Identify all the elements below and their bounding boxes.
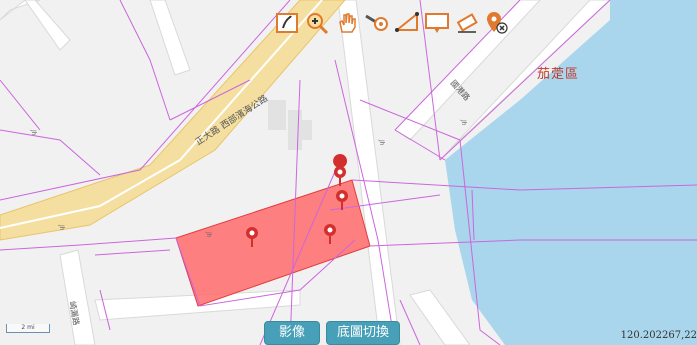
road-north-diagonal: [439, 0, 611, 161]
district-label: 茄萣區: [537, 67, 580, 82]
lane-label: Jh: [205, 232, 212, 238]
road-upper-left: [149, 0, 191, 76]
parcel-boundary: [0, 0, 291, 201]
basemap-switch-button[interactable]: 底圖切換: [326, 321, 400, 345]
highway-main: [0, 0, 346, 241]
road-side-left-2: [24, 0, 71, 51]
remove-marker-icon[interactable]: [484, 10, 510, 36]
marker-group: [246, 154, 348, 247]
eraser-icon[interactable]: [454, 10, 480, 36]
road-side-left: [0, 0, 41, 21]
map-marker: [336, 190, 348, 210]
layers-icon[interactable]: [274, 10, 300, 36]
map-marker: [246, 227, 258, 247]
imagery-button[interactable]: 影像: [264, 321, 320, 345]
road-right-bottom: [409, 289, 471, 345]
building-footprint: [268, 100, 286, 130]
water-body: [445, 0, 697, 345]
road-left-vertical: [59, 249, 96, 345]
measure-distance-icon[interactable]: [364, 10, 390, 36]
lane-label: Jh: [30, 130, 37, 136]
zoom-in-icon[interactable]: [304, 10, 330, 36]
map-toolbar: [274, 8, 510, 38]
scale-bar: 2 mi: [6, 324, 50, 333]
rectangle-select-icon[interactable]: [424, 10, 450, 36]
lane-label: Jh: [58, 225, 65, 231]
lane-label: Jh: [460, 120, 467, 126]
map-marker: [324, 224, 336, 244]
coordinate-readout: 120.202267,22: [620, 330, 697, 341]
pan-hand-icon[interactable]: [334, 10, 360, 36]
map-marker: [333, 154, 348, 186]
measure-angle-icon[interactable]: [394, 10, 420, 36]
lane-label: Jh: [378, 140, 385, 146]
